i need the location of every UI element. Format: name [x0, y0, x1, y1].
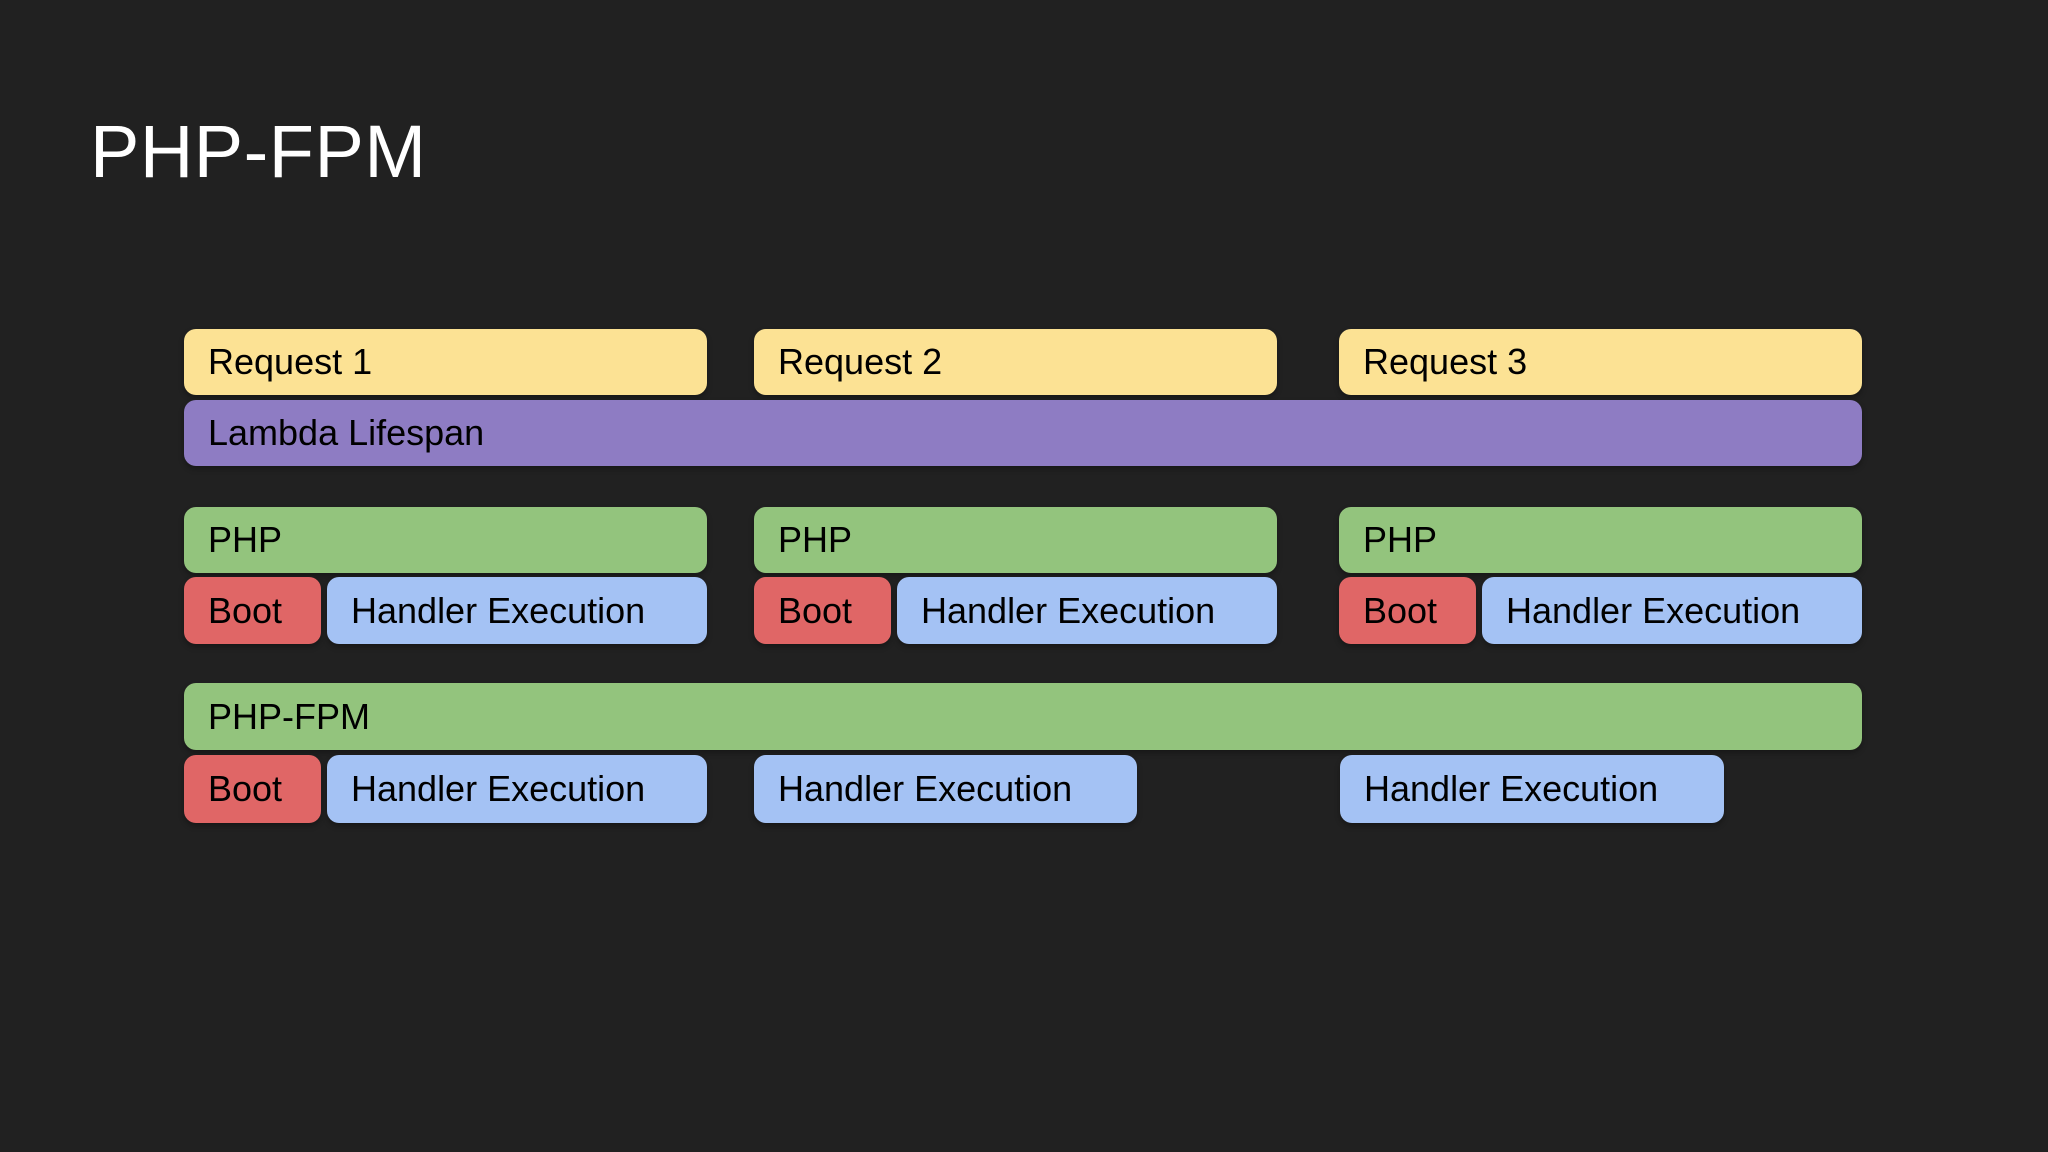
phpfpm-bar-label: PHP-FPM	[208, 695, 370, 737]
php-bar-3: PHP	[1339, 507, 1862, 573]
phpfpm-handler-3-box: Handler Execution	[1340, 755, 1724, 823]
php-1-boot-box: Boot	[184, 577, 321, 644]
php-bar-1-label: PHP	[208, 519, 283, 560]
php-bar-1: PHP	[184, 507, 707, 573]
php-bar-2: PHP	[754, 507, 1277, 573]
php-1-handler-label: Handler Execution	[351, 589, 646, 631]
phpfpm-bar: PHP-FPM	[184, 683, 1862, 750]
phpfpm-handler-3-label: Handler Execution	[1364, 768, 1659, 809]
request-3-label: Request 3	[1363, 341, 1528, 382]
request-2-box: Request 2	[754, 329, 1277, 395]
phpfpm-handler-1-box: Handler Execution	[327, 755, 707, 823]
php-bar-2-label: PHP	[778, 519, 853, 560]
slide-title: PHP-FPM	[90, 110, 427, 193]
lambda-lifespan-bar: Lambda Lifespan	[184, 400, 1862, 466]
request-1-box: Request 1	[184, 329, 707, 395]
phpfpm-handler-2-label: Handler Execution	[778, 768, 1073, 809]
php-1-handler-box: Handler Execution	[327, 577, 707, 644]
php-3-handler-label: Handler Execution	[1506, 589, 1801, 631]
php-bar-3-label: PHP	[1363, 519, 1438, 560]
request-2-label: Request 2	[778, 341, 943, 382]
phpfpm-handler-2-box: Handler Execution	[754, 755, 1137, 823]
php-3-boot-label: Boot	[1363, 589, 1438, 631]
request-3-box: Request 3	[1339, 329, 1862, 395]
php-3-boot-box: Boot	[1339, 577, 1476, 644]
php-2-boot-box: Boot	[754, 577, 891, 644]
phpfpm-boot-label: Boot	[208, 768, 283, 809]
phpfpm-handler-1-label: Handler Execution	[351, 768, 646, 809]
php-3-handler-box: Handler Execution	[1482, 577, 1862, 644]
php-2-handler-label: Handler Execution	[921, 589, 1216, 631]
php-1-boot-label: Boot	[208, 589, 283, 631]
php-2-boot-label: Boot	[778, 589, 853, 631]
request-1-label: Request 1	[208, 341, 373, 382]
lambda-lifespan-label: Lambda Lifespan	[208, 412, 485, 453]
php-2-handler-box: Handler Execution	[897, 577, 1277, 644]
phpfpm-boot-box: Boot	[184, 755, 321, 823]
